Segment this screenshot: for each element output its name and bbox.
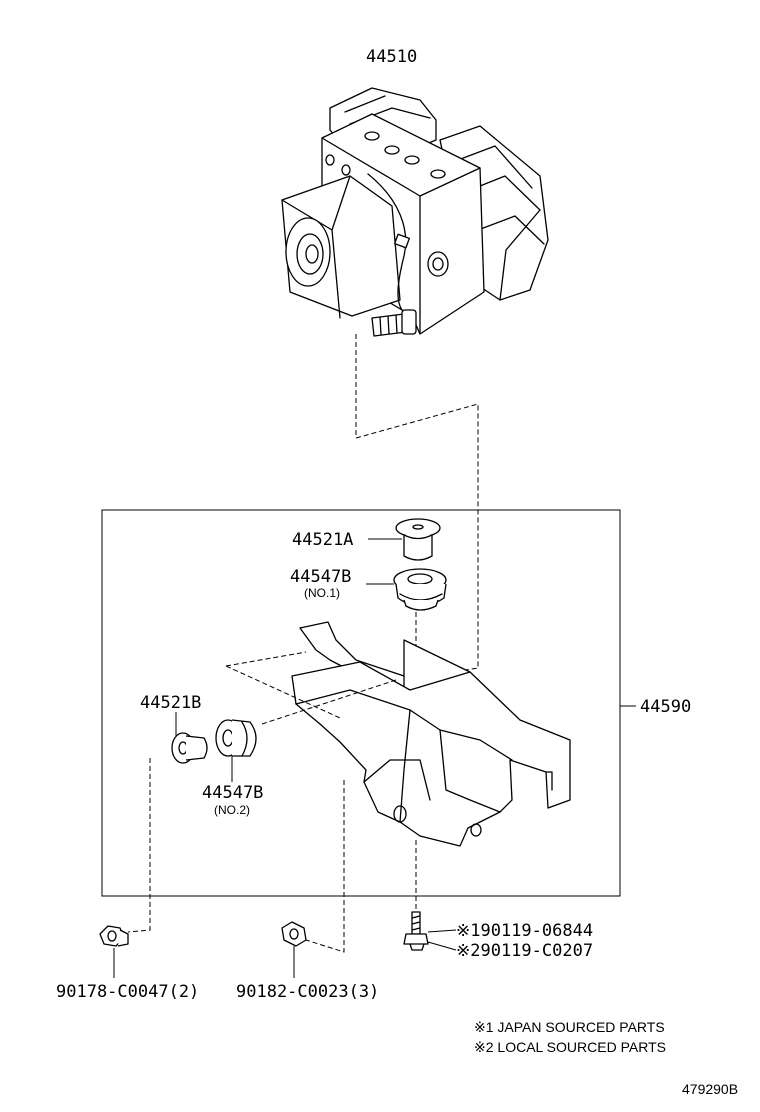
bracket-icon: [291, 621, 571, 847]
nut-icon: [281, 921, 307, 947]
guide-line-left-upper: [225, 651, 307, 667]
abs-actuator-icon: [281, 87, 549, 337]
label-grommet-1: 44547B: [290, 567, 351, 587]
label-grommet-2: 44547B: [202, 783, 263, 803]
bolt-icon: [403, 911, 429, 951]
cushion-icon: [395, 518, 441, 561]
label-actuator: 44510: [366, 47, 417, 67]
label-grommet-2-sub: (NO.2): [214, 803, 250, 817]
grommet-icon: [393, 568, 447, 611]
guide-line-left-lower: [225, 665, 341, 719]
bracket-assembly-frame: [101, 509, 621, 897]
label-bracket: 44590: [640, 697, 691, 717]
note-local-sourced: ※2 LOCAL SOURCED PARTS: [474, 1039, 666, 1055]
grommet-icon: [215, 719, 257, 757]
diagram-code: 479290B: [682, 1081, 738, 1097]
leader-bolt-2: [427, 941, 457, 951]
label-nut-b: 90182-C0023(3): [236, 982, 379, 1002]
label-bolt-2: ※290119-C0207: [456, 941, 593, 961]
guide-line-actuator: [355, 334, 479, 679]
label-cushion-a: 44521A: [292, 530, 353, 550]
guide-line-nut-a: [127, 758, 151, 933]
label-grommet-1-sub: (NO.1): [304, 586, 340, 600]
leader-bolt-1: [427, 929, 457, 933]
guide-line-nut-b: [305, 780, 345, 953]
label-nut-a: 90178-C0047(2): [56, 982, 199, 1002]
nut-icon: [99, 925, 129, 947]
label-bolt-1: ※190119-06844: [456, 921, 593, 941]
note-japan-sourced: ※1 JAPAN SOURCED PARTS: [474, 1019, 665, 1035]
label-cushion-b: 44521B: [140, 693, 201, 713]
cushion-icon: [171, 732, 208, 764]
